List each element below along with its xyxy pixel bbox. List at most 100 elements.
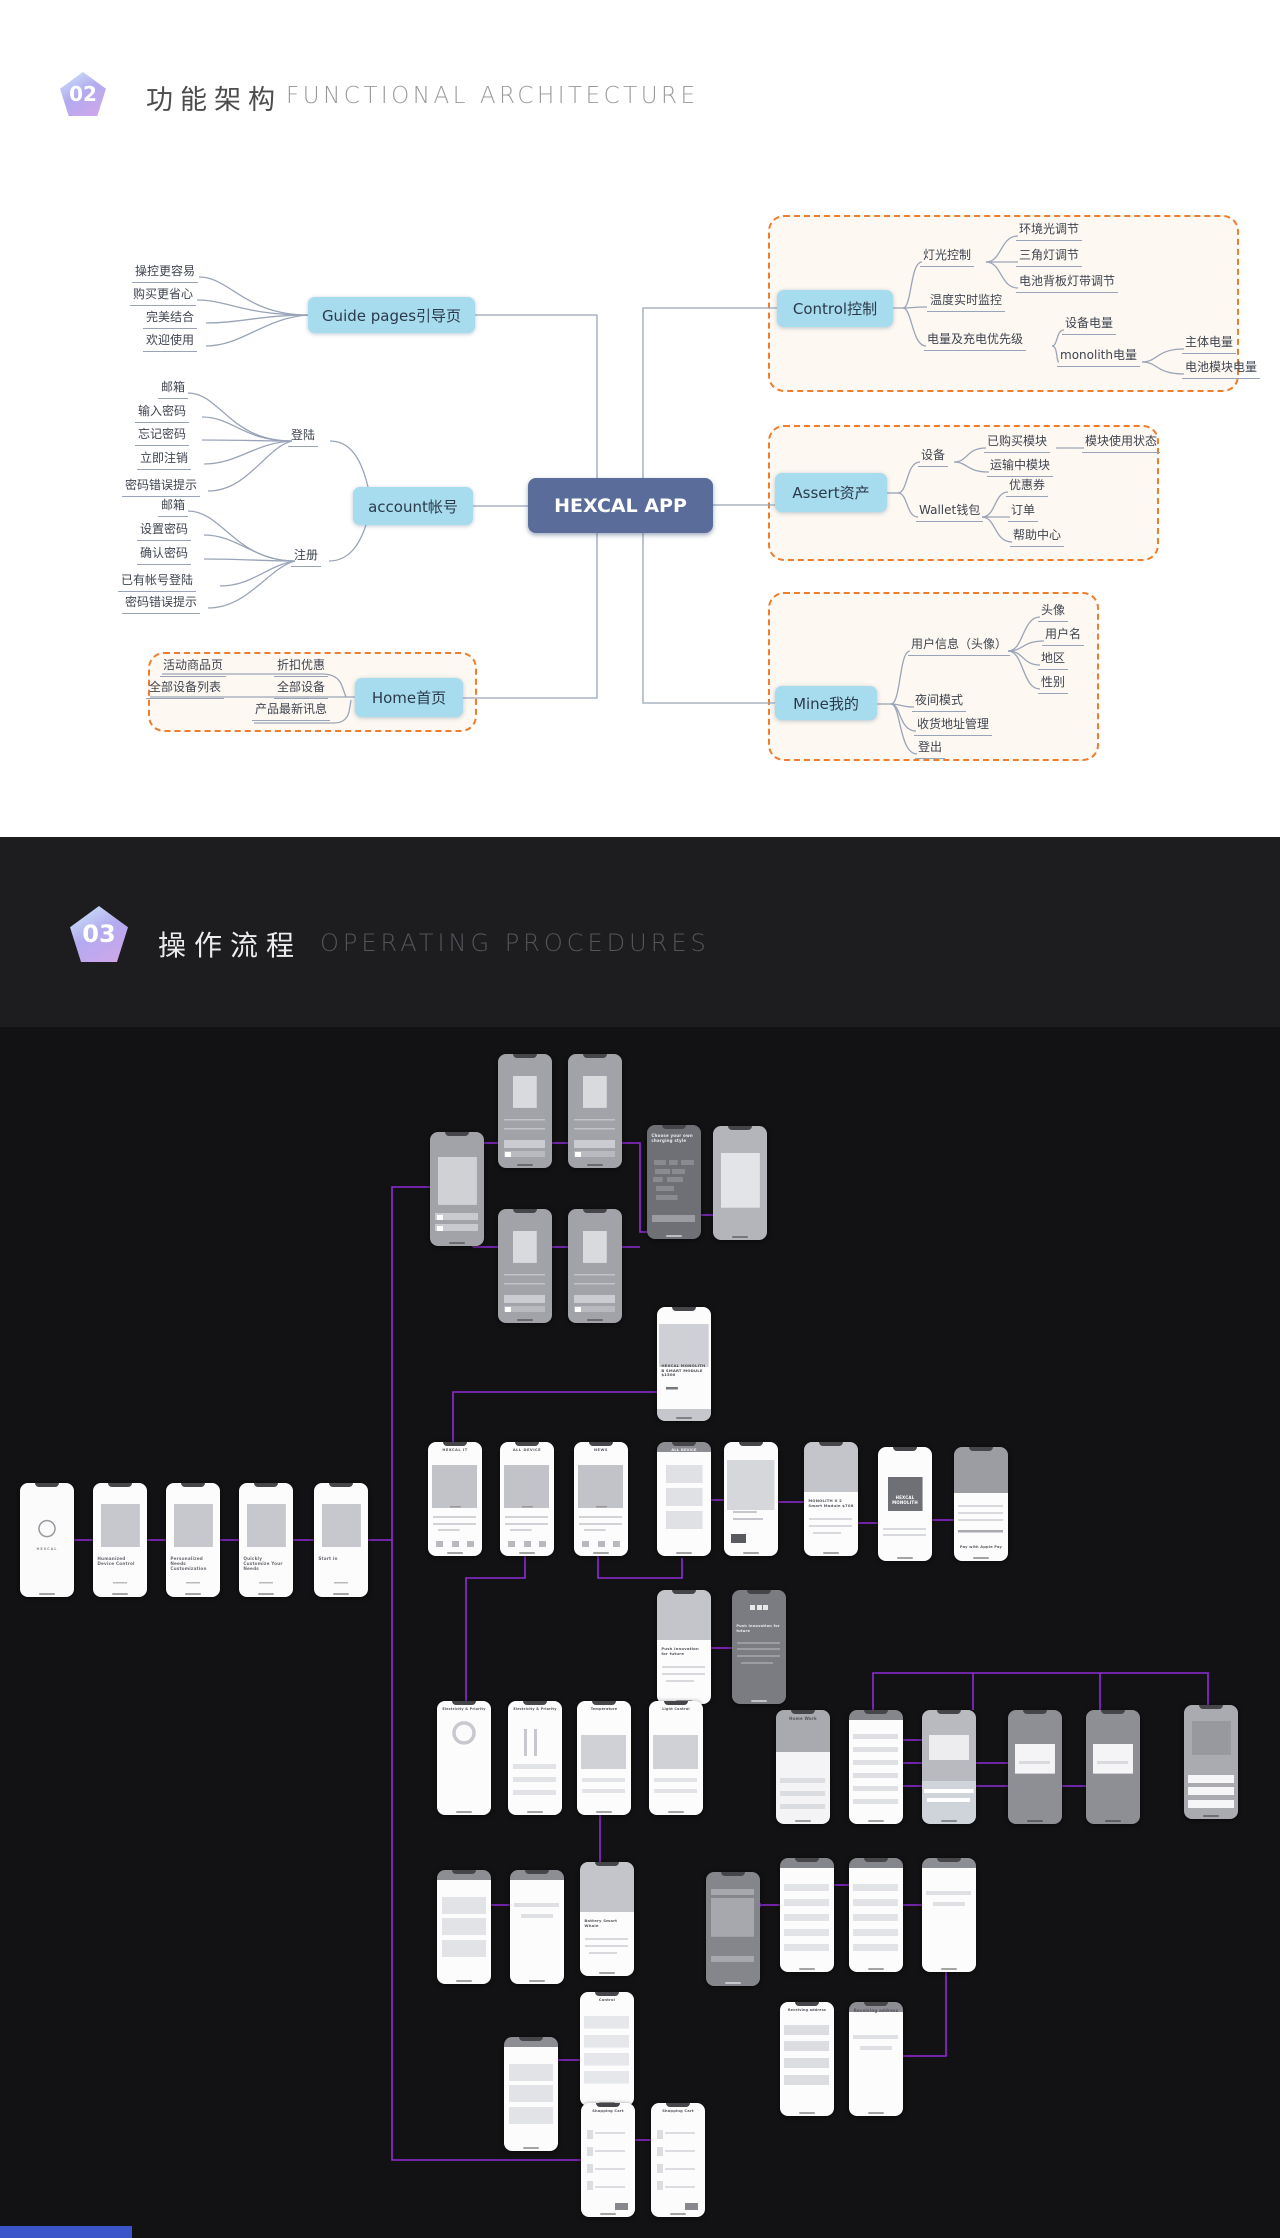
- notch: [892, 1447, 918, 1451]
- leaf-guide-4: 欢迎使用: [143, 331, 198, 352]
- phone-charging-style: Choose your own charging style: [647, 1125, 701, 1239]
- phone-settings-list: [849, 1710, 903, 1824]
- home-indicator: [751, 1699, 767, 1702]
- screen-label: Push innovation for future: [736, 1624, 780, 1633]
- screen-label: Light Control: [662, 1707, 690, 1712]
- phone-cart-1: Shopping Cart: [581, 2103, 635, 2217]
- leaf-as-device-1: 已购买模块: [984, 432, 1051, 453]
- notch: [582, 1209, 608, 1213]
- home-indicator: [456, 1810, 472, 1813]
- home-indicator: [456, 1979, 472, 1982]
- notch: [818, 1442, 844, 1446]
- home-indicator: [941, 1967, 957, 1970]
- leaf-mine-night: 夜间模式: [912, 691, 967, 712]
- screen-label: Electricity & Priority: [513, 1707, 557, 1712]
- home-indicator: [599, 1971, 615, 1974]
- leaf-login-5: 密码错误提示: [122, 476, 201, 497]
- phone-keyboard: [922, 1710, 976, 1824]
- leaf-login-1: 邮箱: [158, 378, 189, 399]
- home-indicator: [668, 1810, 684, 1813]
- leaf-as-device-1a: 模块使用状态: [1082, 432, 1161, 453]
- phone-my-devices-empty: [510, 1870, 564, 1984]
- section-03-title-en: OPERATING PROCEDURES: [320, 929, 710, 957]
- phone-dialog-2: [1086, 1710, 1140, 1824]
- notch: [444, 1132, 470, 1136]
- screen-label: Start in: [318, 1555, 338, 1561]
- notch: [746, 1590, 772, 1594]
- leaf-login-4: 立即注销: [137, 449, 192, 470]
- phone-all-device: ALL DEVICE: [500, 1442, 554, 1556]
- phone-splash: HEXCAL: [20, 1483, 74, 1597]
- notch: [727, 1126, 753, 1130]
- home-indicator: [795, 1819, 811, 1822]
- home-indicator: [1203, 1814, 1219, 1817]
- account: account帐号: [353, 487, 473, 525]
- notch: [512, 1209, 538, 1213]
- home-indicator: [596, 1810, 612, 1813]
- phone-electricity-sliders: Electricity & Priority: [508, 1701, 562, 1815]
- phone-onboard-1: Humanized Device Control: [93, 1483, 147, 1597]
- home-indicator: [1105, 1819, 1121, 1822]
- notch: [863, 1710, 889, 1714]
- home-indicator: [599, 2101, 615, 2104]
- screen-label: HEXCAL: [36, 1546, 58, 1551]
- phone-checkout: Pay with Apple Pay: [954, 1447, 1008, 1561]
- phone-profile: Home Work: [776, 1710, 830, 1824]
- screen-label: Receiving address: [787, 2008, 827, 2013]
- screen-label: Quickly Customize Your Needs: [243, 1555, 283, 1572]
- phone-signin-2: [568, 1054, 622, 1168]
- leaf-ctl-light-3: 电池背板灯带调节: [1016, 272, 1119, 293]
- phone-control-page: Control: [580, 1992, 634, 2106]
- leaf-mine-info: 用户信息（头像）: [908, 635, 1011, 656]
- leaf-guide-2: 购买更省心: [130, 285, 197, 306]
- home-indicator: [799, 1967, 815, 1970]
- leaf-ctl-power-2b: 电池模块电量: [1182, 358, 1261, 379]
- home-indicator: [676, 1416, 692, 1419]
- screen-label: Choose your own charging style: [651, 1132, 693, 1143]
- home-indicator: [258, 1592, 274, 1595]
- screen-label: Pay with Apple Pay: [959, 1545, 1003, 1550]
- notch: [34, 1483, 60, 1487]
- notch: [863, 1858, 889, 1862]
- home-indicator: [973, 1556, 989, 1559]
- home-indicator: [676, 1551, 692, 1554]
- phone-product-detail: [724, 1442, 778, 1556]
- leaf-reg-5: 密码错误提示: [122, 593, 201, 614]
- phone-news-article-dark: Push innovation for future: [732, 1590, 786, 1704]
- screen-label: Electricity & Priority: [442, 1707, 486, 1712]
- notch: [794, 1858, 820, 1862]
- leaf-home-5: 产品最新讯息: [252, 700, 331, 721]
- home-indicator: [941, 1819, 957, 1822]
- screen-label: Push innovation for future: [661, 1646, 699, 1656]
- home-indicator: [666, 1234, 682, 1237]
- screen-label: MONOLITH X 2 Smart Module $708: [808, 1498, 854, 1508]
- home-indicator: [447, 1551, 463, 1554]
- screen-label: Shopping Cart: [592, 2109, 624, 2114]
- screen-label: Battery Smart Whale: [584, 1918, 618, 1928]
- home-indicator: [1027, 1819, 1043, 1822]
- notch: [512, 1054, 538, 1058]
- home-indicator: [529, 1979, 545, 1982]
- home-indicator: [517, 1163, 533, 1166]
- phone-dialog-1: [1008, 1710, 1062, 1824]
- leaf-reg-1: 邮箱: [158, 496, 189, 517]
- notch: [936, 1858, 962, 1862]
- notch: [582, 1054, 608, 1058]
- notch: [522, 1701, 548, 1705]
- leaf-reg-4: 已有帐号登陆: [118, 571, 197, 592]
- phone-news-article: Push innovation for future: [657, 1590, 711, 1704]
- screen-label: Humanized Device Control: [97, 1555, 135, 1567]
- notch: [180, 1483, 206, 1487]
- leaf-reg-3: 确认密码: [137, 544, 192, 565]
- leaf-home-1: 活动商品页: [160, 656, 227, 677]
- leaf-ctl-power-1: 设备电量: [1062, 314, 1117, 335]
- home-indicator: [587, 1318, 603, 1321]
- phone-device-global: [504, 2037, 558, 2151]
- notch: [328, 1483, 354, 1487]
- leaf-mine-info-4: 性别: [1038, 673, 1069, 694]
- phone-news: NEWS: [574, 1442, 628, 1556]
- screen-label: HEXCAL IT: [442, 1448, 468, 1453]
- leaf-register: 注册: [291, 546, 322, 567]
- home-indicator: [823, 1551, 839, 1554]
- leaf-as-wallet-1: 优惠券: [1006, 476, 1049, 497]
